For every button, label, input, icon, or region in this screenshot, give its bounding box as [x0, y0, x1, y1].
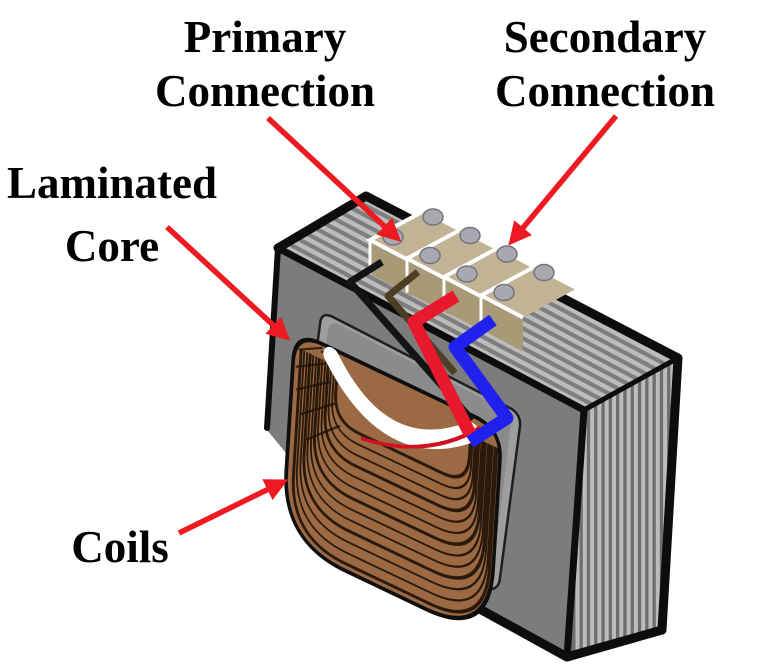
laminated-core-arrow [165, 224, 291, 341]
wire-black [346, 259, 475, 423]
terminal-screw [533, 263, 555, 282]
laminated-core-line2: Core [64, 221, 160, 271]
wire-blue [448, 314, 514, 448]
secondary-connection-line2: Connection [494, 66, 715, 116]
terminal-block-front [444, 277, 486, 333]
coils-line1: Coils [71, 522, 169, 572]
annotation-arrows [165, 114, 619, 536]
terminal-screw [419, 246, 441, 265]
terminal-screw [496, 245, 518, 263]
terminal-block-top [481, 267, 575, 318]
secondary-connection-label: Secondary Connection [445, 10, 765, 118]
primary-connection-line2: Connection [154, 66, 375, 116]
primary-connection-arrow [266, 115, 402, 242]
terminal-screw [493, 283, 515, 302]
coils-arrow [177, 479, 289, 536]
core-outline-top-side-edge [582, 355, 680, 413]
terminal-block-top [407, 230, 501, 281]
terminal-block-top [370, 212, 464, 262]
coil-highlight [323, 346, 481, 450]
terminal-block-front [481, 295, 523, 352]
wire-red [407, 290, 476, 437]
terminal-block-top [444, 249, 538, 299]
laminated-core-label: Laminated Core [0, 152, 224, 278]
terminal-screw [422, 208, 444, 226]
core-outline-back [273, 191, 683, 662]
coil-turns [291, 348, 499, 614]
terminal-screw [459, 226, 481, 245]
primary-connection-line1: Primary [183, 12, 347, 62]
coils-label: Coils [40, 516, 200, 579]
terminal-blocks [365, 208, 575, 352]
primary-connection-label: Primary Connection [105, 10, 425, 118]
secondary-connection-line1: Secondary [503, 12, 707, 62]
wires [346, 259, 514, 448]
terminal-screw [456, 265, 478, 283]
laminated-core-line1: Laminated [6, 158, 217, 208]
coil [284, 337, 502, 621]
secondary-connection-arrow [508, 114, 619, 246]
